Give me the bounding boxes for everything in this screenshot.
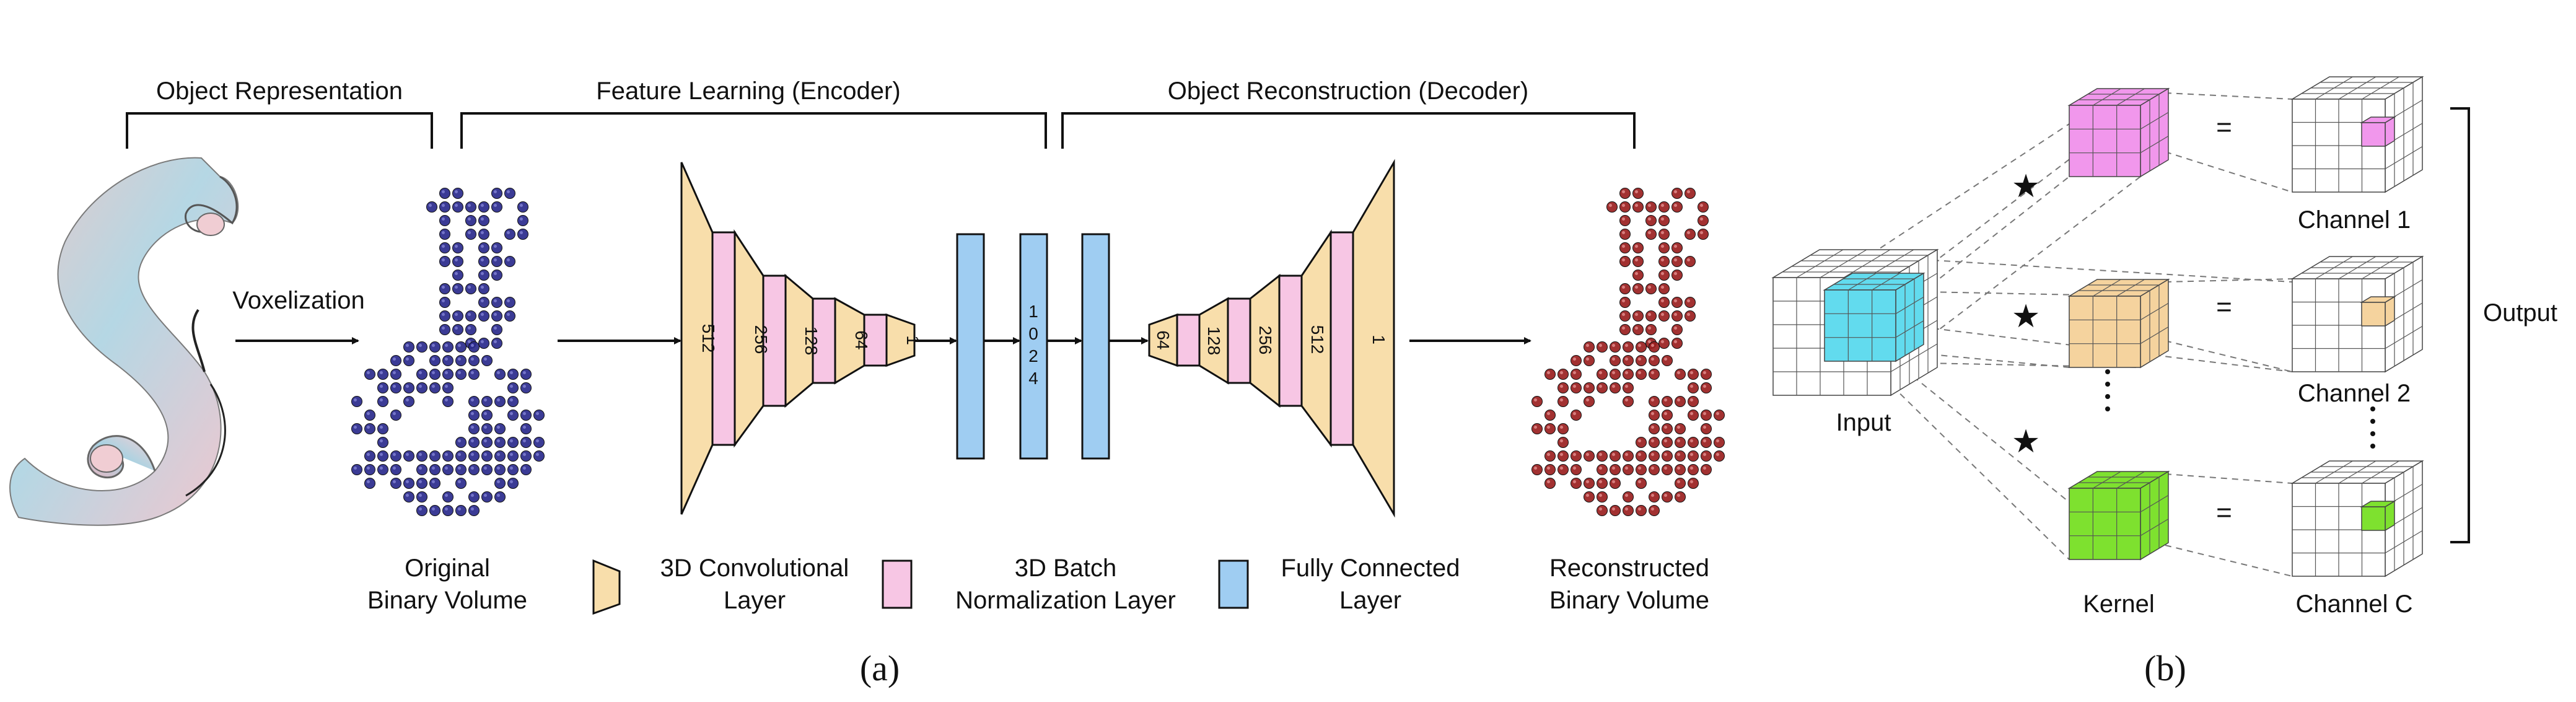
fully-connected-layers bbox=[956, 233, 1110, 460]
legend-fc-swatch bbox=[1218, 559, 1249, 609]
legend-conv-line2: Layer bbox=[724, 587, 786, 614]
original-voxel-cloud bbox=[351, 188, 545, 516]
original-3d-shape bbox=[9, 157, 239, 526]
convolution-star-1: ★ bbox=[2012, 169, 2041, 204]
decoder-bn-layer-2 bbox=[1227, 297, 1251, 384]
decoder-channel-256: 256 bbox=[1256, 326, 1275, 355]
reconstructed-label-line2: Binary Volume bbox=[1549, 587, 1709, 614]
decoder-channel-64: 64 bbox=[1154, 330, 1173, 349]
decoder-bn-layer-4 bbox=[1330, 231, 1354, 446]
legend-conv-swatch bbox=[592, 559, 621, 615]
caption-a: (a) bbox=[860, 648, 900, 688]
section-brackets bbox=[126, 112, 1636, 149]
fc-digit-3: 2 bbox=[1028, 346, 1038, 366]
encoder-channel-256: 256 bbox=[751, 325, 771, 354]
legend-bn-line2: Normalization Layer bbox=[955, 587, 1176, 614]
legend-bn-line1: 3D Batch bbox=[1015, 555, 1117, 582]
encoder-channel-1: 1 bbox=[903, 335, 922, 345]
fc-digit-2: 0 bbox=[1028, 324, 1038, 343]
decoder bbox=[1148, 159, 1395, 518]
fc-size-label: 1 0 2 4 bbox=[1028, 302, 1038, 388]
encoder-channel-512: 512 bbox=[699, 324, 718, 353]
kernel-label: Kernel bbox=[2083, 590, 2155, 618]
fc-layer-1 bbox=[956, 233, 985, 460]
decoder-channel-128: 128 bbox=[1204, 327, 1224, 356]
encoder-bn-layer-3 bbox=[812, 297, 836, 384]
decoder-channel-512: 512 bbox=[1308, 325, 1327, 354]
reconstructed-label-line1: Reconstructed bbox=[1549, 555, 1709, 582]
encoder-channel-64: 64 bbox=[852, 330, 871, 349]
section-title-feature-learning: Feature Learning (Encoder) bbox=[596, 77, 900, 105]
legend-fc-line2: Layer bbox=[1339, 587, 1401, 614]
encoder-channel-labels: 512 256 128 64 1 bbox=[699, 324, 922, 356]
fc-digit-1: 1 bbox=[1028, 302, 1038, 321]
fc-layer-3 bbox=[1081, 233, 1110, 460]
output-bracket bbox=[2450, 107, 2470, 543]
input-label: Input bbox=[1836, 409, 1891, 436]
legend-fc-line1: Fully Connected bbox=[1281, 555, 1460, 582]
cube-grid bbox=[1771, 76, 2424, 577]
reconstructed-voxel-cloud bbox=[1531, 188, 1725, 516]
equals-sign-1: = bbox=[2216, 112, 2232, 143]
legend-conv-line1: 3D Convolutional bbox=[660, 555, 849, 582]
original-label-line1: Original bbox=[405, 555, 490, 582]
legend: 3D Convolutional Layer 3D Batch Normaliz… bbox=[592, 555, 1460, 615]
decoder-bn-layer-3 bbox=[1278, 274, 1303, 407]
fc-digit-4: 4 bbox=[1028, 369, 1038, 388]
channel-c-label: Channel C bbox=[2295, 590, 2412, 618]
output-label: Output bbox=[2483, 299, 2557, 327]
encoder-conv-layer-5 bbox=[885, 313, 916, 367]
channel-2-label: Channel 2 bbox=[2298, 380, 2411, 407]
kernel-ellipsis bbox=[2105, 369, 2110, 411]
section-title-object-reconstruction: Object Reconstruction (Decoder) bbox=[1168, 77, 1528, 105]
convolution-star-3: ★ bbox=[2012, 424, 2041, 460]
decoder-channel-labels: 64 128 256 512 1 bbox=[1154, 325, 1388, 356]
original-label-line2: Binary Volume bbox=[367, 587, 527, 614]
equals-sign-3: = bbox=[2216, 498, 2232, 528]
legend-bn-swatch bbox=[882, 559, 913, 609]
voxelization-label: Voxelization bbox=[232, 287, 364, 314]
encoder-bn-layer-4 bbox=[863, 314, 888, 367]
equals-sign-2: = bbox=[2216, 292, 2232, 322]
channel-1-label: Channel 1 bbox=[2298, 206, 2411, 234]
decoder-bn-layer-1 bbox=[1176, 314, 1201, 367]
encoder-channel-128: 128 bbox=[802, 327, 821, 356]
decoder-channel-1: 1 bbox=[1369, 335, 1388, 344]
convolution-star-2: ★ bbox=[2012, 299, 2041, 335]
section-title-object-representation: Object Representation bbox=[156, 77, 403, 105]
encoder bbox=[680, 162, 916, 515]
panel-b: Input Kernel Channel 1 Channel 2 Channel… bbox=[1771, 76, 2557, 688]
caption-b: (b) bbox=[2144, 648, 2186, 688]
decoder-conv-layer-5 bbox=[1352, 159, 1395, 518]
fc-layer-2 bbox=[1019, 233, 1048, 460]
panel-a: Object Representation Feature Learning (… bbox=[9, 77, 1725, 688]
channel-ellipsis bbox=[2370, 406, 2375, 449]
